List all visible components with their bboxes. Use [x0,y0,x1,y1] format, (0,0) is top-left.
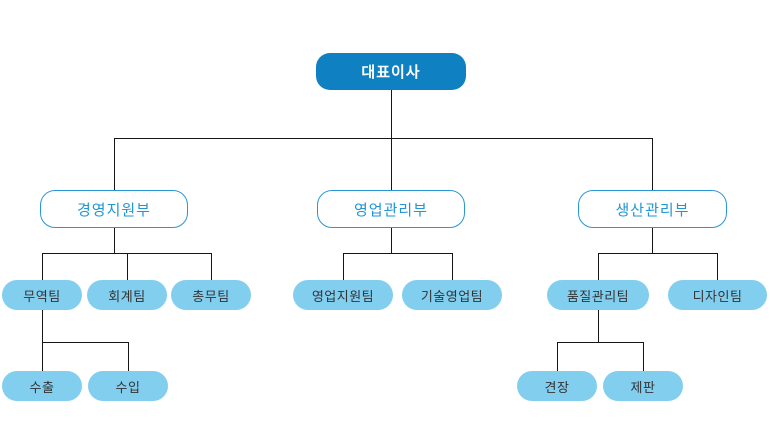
connector-line [598,253,717,254]
org-node-label: 수입 [115,380,141,396]
connector-line [211,253,212,280]
org-node-dept-production-management: 생산관리부 [578,190,727,228]
org-node-team-quality-control: 품질관리팀 [547,280,649,310]
org-node-label: 제판 [630,380,656,396]
org-node-subteam-jepan: 제판 [603,371,683,401]
org-node-subteam-import: 수입 [88,371,168,401]
org-node-ceo: 대표이사 [316,53,466,90]
connector-line [391,90,392,138]
org-node-team-general-affairs: 총무팀 [171,280,251,310]
connector-line [114,138,115,190]
org-node-label: 회계팀 [108,289,146,305]
connector-line [652,228,653,253]
connector-line [42,342,43,371]
connector-line [42,342,128,343]
org-node-team-technical-sales: 기술영업팀 [402,280,502,310]
connector-line [114,138,653,139]
org-node-team-design: 디자인팀 [668,280,767,310]
connector-line [557,342,558,371]
connector-line [42,253,211,254]
org-node-label: 수출 [29,380,55,396]
org-node-label: 영업지원팀 [311,289,375,305]
org-node-label: 기술영업팀 [420,289,484,305]
org-node-label: 견장 [544,380,570,396]
connector-line [557,342,643,343]
org-node-dept-management-support: 경영지원부 [40,190,188,228]
connector-line [598,310,599,342]
connector-line [127,253,128,280]
connector-line [452,253,453,280]
org-node-label: 영업관리부 [353,200,428,219]
org-node-team-sales-support: 영업지원팀 [293,280,393,310]
org-node-dept-sales-management: 영업관리부 [317,190,465,228]
connector-line [652,138,653,190]
connector-line [391,138,392,190]
connector-line [42,253,43,280]
org-node-label: 대표이사 [361,63,421,81]
connector-line [717,253,718,280]
org-node-label: 생산관리부 [615,200,690,219]
connector-line [128,342,129,371]
connector-line [643,342,644,371]
org-node-label: 경영지원부 [76,200,151,219]
connector-line [42,310,43,342]
org-node-label: 품질관리팀 [566,289,630,305]
connector-line [343,253,452,254]
org-node-subteam-gyeonjang: 견장 [517,371,597,401]
org-node-subteam-export: 수출 [2,371,82,401]
connector-line [598,253,599,280]
connector-line [343,253,344,280]
org-node-label: 무역팀 [23,289,61,305]
connector-line [114,228,115,253]
org-node-team-trade: 무역팀 [2,280,82,310]
org-node-label: 총무팀 [192,289,230,305]
org-node-label: 디자인팀 [692,289,743,305]
org-node-team-accounting: 회계팀 [87,280,167,310]
connector-line [391,228,392,253]
